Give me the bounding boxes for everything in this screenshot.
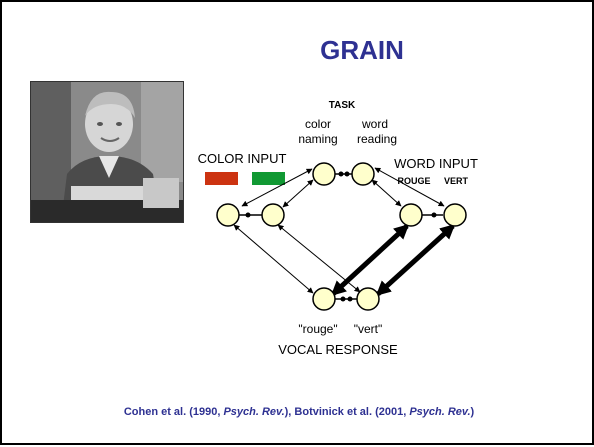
link-rouge-word-to-rouge-response xyxy=(330,223,410,297)
node-word-rouge xyxy=(399,203,423,227)
red-color-swatch xyxy=(205,172,238,185)
green-color-swatch xyxy=(252,172,285,185)
task-label: TASK xyxy=(329,100,356,111)
color-input-label: COLOR INPUT xyxy=(198,151,287,166)
task-word-reading-line1: word xyxy=(361,117,388,131)
node-task-color-naming xyxy=(312,162,336,186)
node-color-green xyxy=(261,203,285,227)
citation-journal-2: Psych. Rev. xyxy=(409,406,471,418)
citation-part-3: ) xyxy=(470,406,475,418)
citation-journal-1: Psych. Rev. xyxy=(223,406,285,418)
response-rouge-label: "rouge" xyxy=(298,322,337,336)
presenter-photo xyxy=(30,81,184,223)
task-inhibition-dot-1 xyxy=(338,171,344,177)
word-input-label: WORD INPUT xyxy=(394,156,478,171)
link-color-naming-to-red-node xyxy=(241,168,313,207)
response-inhibition-dot-1 xyxy=(340,296,346,302)
link-red-to-rouge xyxy=(233,224,314,294)
presenter-photo-image xyxy=(31,82,183,222)
node-task-word-reading xyxy=(351,162,375,186)
vocal-response-label: VOCAL RESPONSE xyxy=(278,342,398,357)
word-inhibition-dot xyxy=(431,212,437,218)
node-response-rouge xyxy=(312,287,336,311)
word-input-vert: VERT xyxy=(444,176,469,186)
task-color-naming-line2: naming xyxy=(298,132,337,146)
response-inhibition-dot-2 xyxy=(347,296,353,302)
slide-title: GRAIN xyxy=(320,35,404,65)
task-word-reading-line2: reading xyxy=(357,132,397,146)
task-inhibition-dot-2 xyxy=(344,171,350,177)
citation-part-1: Cohen et al. (1990, xyxy=(123,406,224,418)
link-color-naming-to-color-node xyxy=(282,179,314,208)
task-color-naming-line1: color xyxy=(305,117,331,131)
link-vert-word-to-vert-response xyxy=(375,223,456,297)
color-inhibition-dot xyxy=(245,212,251,218)
citation: Cohen et al. (1990, Psych. Rev.), Botvin… xyxy=(2,406,594,418)
link-word-reading-to-vert-node xyxy=(374,167,445,207)
word-input-rouge: ROUGE xyxy=(397,176,430,186)
node-word-vert xyxy=(443,203,467,227)
response-vert-label: "vert" xyxy=(354,322,383,336)
citation-part-2: ), Botvinick et al. (2001, xyxy=(284,406,410,418)
node-response-vert xyxy=(356,287,380,311)
node-color-red xyxy=(216,203,240,227)
